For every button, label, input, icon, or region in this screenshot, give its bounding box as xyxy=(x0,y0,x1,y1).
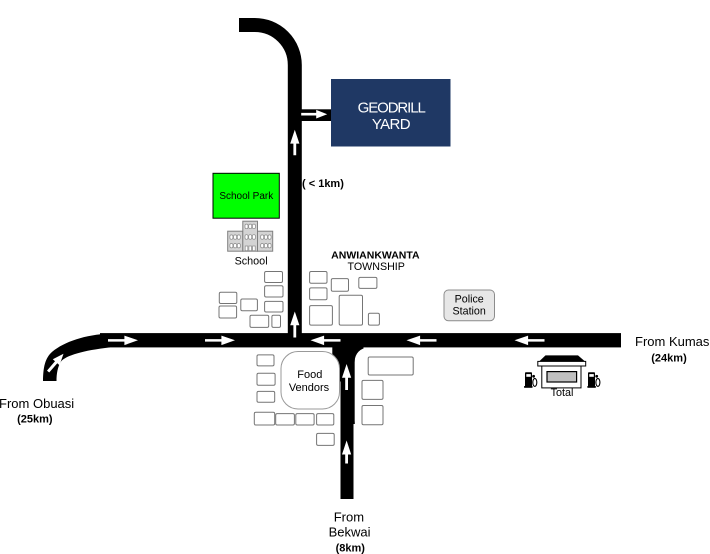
svg-text:Vendors: Vendors xyxy=(289,382,330,394)
svg-text:Food: Food xyxy=(297,369,322,381)
svg-text:TOWNSHIP: TOWNSHIP xyxy=(347,261,404,273)
svg-text:From Obuasi: From Obuasi xyxy=(0,396,74,411)
svg-text:Police: Police xyxy=(455,294,484,306)
svg-text:(24km): (24km) xyxy=(651,353,687,365)
svg-text:From: From xyxy=(334,509,364,524)
svg-text:YARD: YARD xyxy=(372,116,411,133)
svg-text:Station: Station xyxy=(453,306,486,318)
svg-text:School: School xyxy=(235,256,268,268)
svg-text:( < 1km): ( < 1km) xyxy=(302,178,344,190)
svg-text:ANWIANKWANTA: ANWIANKWANTA xyxy=(331,250,420,262)
svg-text:(8km): (8km) xyxy=(336,543,366,554)
svg-text:School Park: School Park xyxy=(219,191,274,202)
svg-text:From Kumasi: From Kumasi xyxy=(635,334,710,349)
svg-text:GEODRILL: GEODRILL xyxy=(358,100,426,117)
svg-text:(25km): (25km) xyxy=(17,413,53,425)
svg-text:Bekwai: Bekwai xyxy=(329,525,371,540)
svg-text:Total: Total xyxy=(551,387,574,399)
